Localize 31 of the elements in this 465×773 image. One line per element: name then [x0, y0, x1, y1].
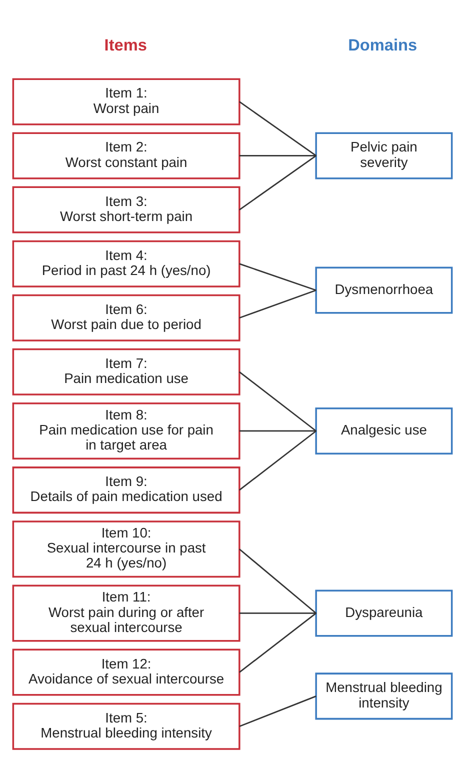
connector — [239, 612, 316, 614]
node-box: Item 1: Worst pain — [12, 78, 240, 125]
node-box: Dysmenorrhoea — [315, 266, 453, 314]
node-box: Item 7: Pain medication use — [12, 348, 240, 395]
node-box: Pelvic pain severity — [315, 132, 453, 179]
connector — [238, 548, 317, 614]
node-box: Item 9: Details of pain medication used — [12, 466, 240, 514]
node-box: Item 8: Pain medication use for pain in target area — [12, 402, 240, 460]
node-box: Menstrual bleeding intensity — [315, 672, 453, 720]
node-box: Item 6: Worst pain due to period — [12, 294, 240, 341]
node-box: Analgesic use — [315, 406, 453, 454]
connector — [239, 100, 316, 156]
node-box: Item 5: Menstrual bleeding intensity — [12, 702, 240, 750]
node-box: Item 3: Worst short-term pain — [12, 186, 240, 233]
connector — [239, 695, 316, 726]
connector — [239, 370, 316, 432]
node-box: Item 12: Avoidance of sexual intercourse — [12, 648, 240, 696]
label: Domains — [348, 36, 418, 54]
connector — [239, 430, 316, 432]
node-box: Item 11: Worst pain during or after sexual intercourse — [12, 584, 240, 642]
node-box: Dyspareunia — [315, 589, 453, 636]
connector — [239, 154, 316, 210]
connector — [239, 430, 316, 490]
connector — [239, 154, 316, 156]
label: Items — [104, 36, 147, 54]
node-box: Item 4: Period in past 24 h (yes/no) — [12, 240, 240, 287]
connector — [239, 612, 316, 672]
node-box: Item 10: Sexual intercourse in past 24 h (yes/no) — [12, 520, 240, 578]
node-box: Item 2: Worst constant pain — [12, 132, 240, 179]
connector — [239, 262, 316, 290]
connector — [239, 289, 316, 318]
